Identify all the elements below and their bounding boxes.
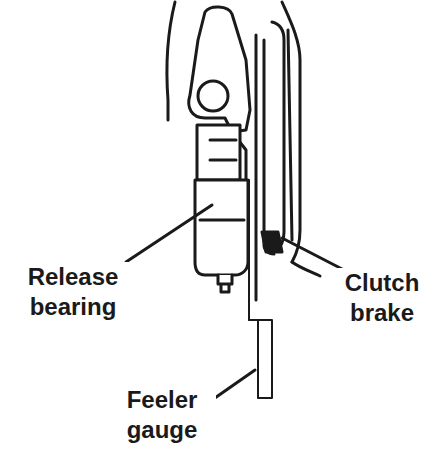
leader-line xyxy=(212,370,255,400)
clutch-plate xyxy=(288,30,292,240)
grease-fitting xyxy=(218,275,232,292)
clutch-plate xyxy=(272,22,284,250)
clutch-plate xyxy=(264,40,274,254)
release-bearing xyxy=(195,180,248,275)
part-label: Clutch brake xyxy=(332,268,432,328)
clutch-brake xyxy=(262,232,282,252)
bearing-detail xyxy=(210,140,236,160)
part-label: Release bearing xyxy=(6,262,140,322)
release-fork xyxy=(189,7,250,132)
leader-line xyxy=(282,238,344,270)
clutch-plate xyxy=(255,35,258,300)
feeler-gauge-blade xyxy=(248,180,250,320)
fork-pivot xyxy=(198,81,228,111)
feeler-gauge xyxy=(249,320,272,398)
leader-line xyxy=(126,205,212,262)
bearing-housing xyxy=(197,125,240,180)
part-label: Feeler gauge xyxy=(108,385,216,445)
bearing-detail xyxy=(200,219,244,222)
housing-outline xyxy=(167,2,175,120)
housing-outline xyxy=(292,262,320,276)
